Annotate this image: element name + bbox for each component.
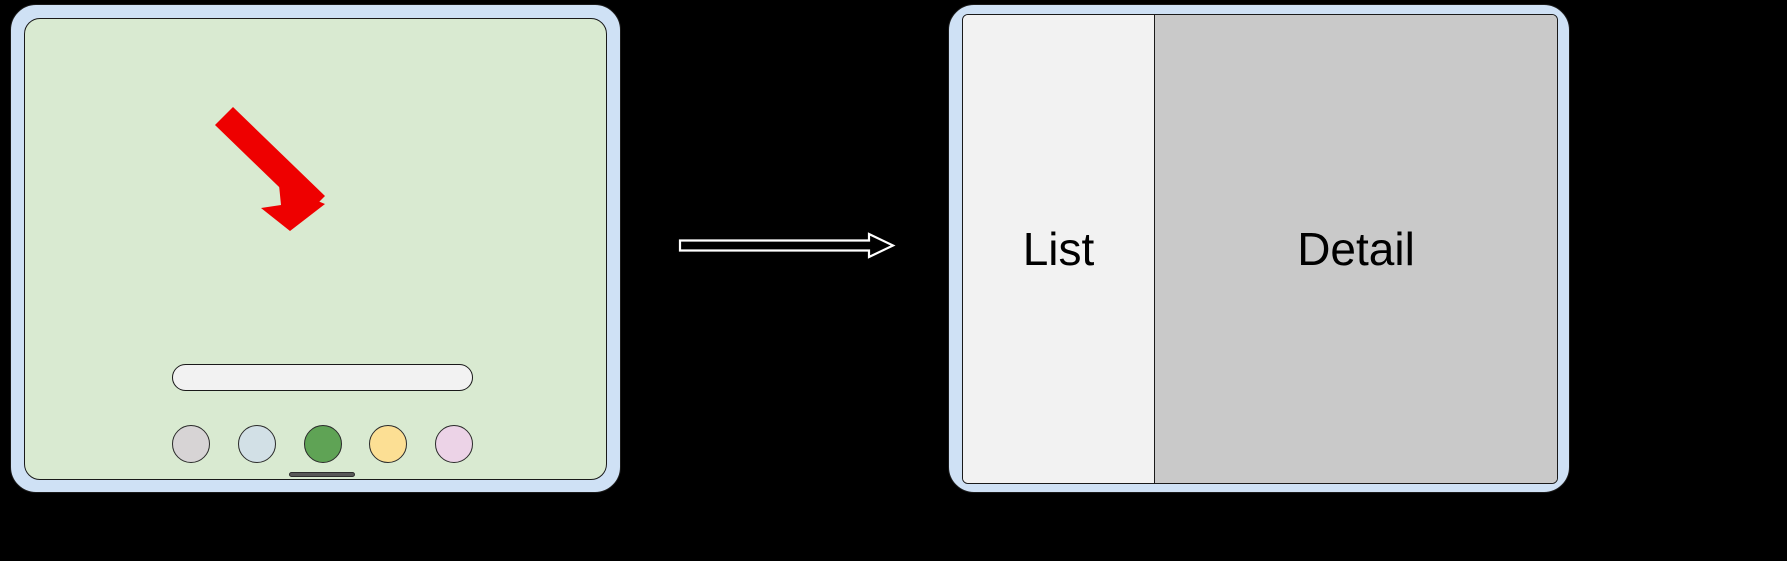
dock-app-icon-4[interactable] bbox=[369, 425, 408, 463]
after-device-frame: List Detail bbox=[948, 4, 1570, 493]
dock-app-icon-3[interactable] bbox=[303, 425, 342, 463]
detail-pane[interactable]: Detail bbox=[1155, 15, 1557, 483]
flow-arrow bbox=[678, 232, 896, 259]
red-arrow-cursor bbox=[215, 107, 325, 231]
detail-pane-label: Detail bbox=[1297, 223, 1415, 275]
home-indicator[interactable] bbox=[289, 472, 355, 477]
before-device-screen bbox=[24, 18, 607, 480]
search-input[interactable] bbox=[173, 365, 472, 390]
dock-app-icon-1[interactable] bbox=[172, 425, 210, 463]
before-device-frame bbox=[10, 4, 621, 493]
dock bbox=[172, 422, 473, 466]
list-pane[interactable]: List bbox=[963, 15, 1155, 483]
dock-app-icon-5[interactable] bbox=[435, 425, 473, 463]
dock-app-icon-2[interactable] bbox=[237, 425, 276, 463]
search-bar[interactable] bbox=[172, 364, 473, 391]
list-pane-label: List bbox=[1022, 223, 1095, 275]
after-device-screen: List Detail bbox=[962, 14, 1558, 484]
